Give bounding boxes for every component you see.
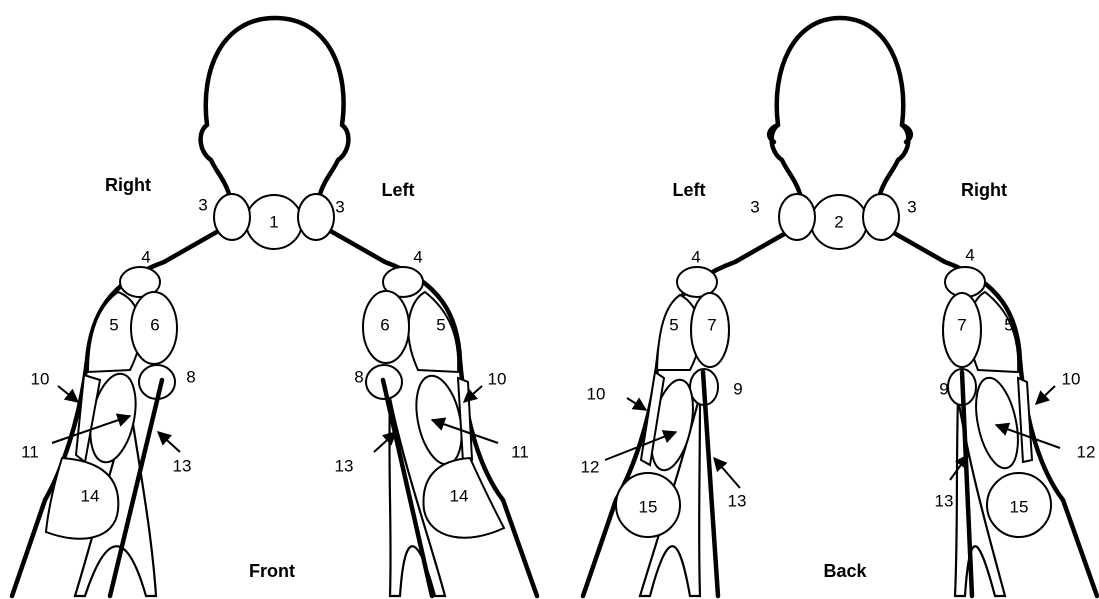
front-arrow-10-right bbox=[58, 386, 78, 402]
back-view-label: Back bbox=[823, 561, 867, 581]
back-label-4-left: 4 bbox=[691, 248, 700, 267]
front-label-6-left: 6 bbox=[380, 316, 389, 335]
back-label-9-left: 9 bbox=[733, 380, 742, 399]
back-label-13-right: 13 bbox=[935, 492, 954, 511]
back-label-15-right: 15 bbox=[1010, 498, 1029, 517]
back-arrow-10-right bbox=[1036, 386, 1055, 404]
front-view-label: Front bbox=[249, 561, 295, 581]
front-side-label-right: Left bbox=[382, 180, 415, 200]
back-arrow-10-left bbox=[627, 398, 646, 410]
front-label-5-right: 5 bbox=[109, 316, 118, 335]
front-label-14-left: 14 bbox=[450, 487, 469, 506]
back-label-9-right: 9 bbox=[939, 380, 948, 399]
back-region-3-left bbox=[779, 194, 815, 240]
back-label-12-right: 12 bbox=[1077, 443, 1096, 462]
front-label-4-right: 4 bbox=[141, 248, 150, 267]
back-label-7-left: 7 bbox=[707, 316, 716, 335]
back-label-3-right: 3 bbox=[907, 198, 916, 217]
front-label-8-right: 8 bbox=[186, 368, 195, 387]
front-label-5-left: 5 bbox=[436, 316, 445, 335]
back-side-label-right: Right bbox=[961, 180, 1007, 200]
front-label-13-right: 13 bbox=[173, 457, 192, 476]
back-label-13-left: 13 bbox=[728, 492, 747, 511]
back-label-7-right: 7 bbox=[957, 316, 966, 335]
front-label-10-right: 10 bbox=[31, 370, 50, 389]
front-label-13-left: 13 bbox=[335, 457, 354, 476]
back-label-3-left: 3 bbox=[750, 198, 759, 217]
front-region-3-left bbox=[298, 194, 334, 240]
front-arrow-13-right bbox=[158, 432, 180, 452]
front-label-10-left: 10 bbox=[488, 370, 507, 389]
back-side-label-left: Left bbox=[673, 180, 706, 200]
back-region-3-right bbox=[863, 194, 899, 240]
back-label-4-right: 4 bbox=[965, 246, 974, 265]
back-label-5-right: 5 bbox=[1004, 316, 1013, 335]
front-figure: Right Left Front 1 3 3 4 4 5 5 6 6 8 8 1… bbox=[12, 18, 537, 596]
back-label-12-left: 12 bbox=[581, 458, 600, 477]
front-label-3-left: 3 bbox=[335, 198, 344, 217]
front-label-3-right: 3 bbox=[198, 196, 207, 215]
back-region-12-right bbox=[969, 374, 1025, 472]
front-label-6-right: 6 bbox=[150, 316, 159, 335]
front-label-14-right: 14 bbox=[81, 487, 100, 506]
front-label-4-left: 4 bbox=[413, 248, 422, 267]
front-region-3-right bbox=[214, 194, 250, 240]
back-label-15-left: 15 bbox=[639, 498, 658, 517]
front-label-11-left: 11 bbox=[511, 443, 529, 462]
back-label-2: 2 bbox=[834, 213, 843, 232]
back-arrow-13-left bbox=[714, 458, 740, 488]
back-label-10-right: 10 bbox=[1062, 370, 1081, 389]
back-label-10-left: 10 bbox=[587, 385, 606, 404]
front-side-label-left: Right bbox=[105, 175, 151, 195]
back-figure: Left Right Back 2 3 3 4 4 5 5 7 7 9 9 10… bbox=[581, 18, 1097, 596]
back-label-5-left: 5 bbox=[669, 316, 678, 335]
front-region-5-left bbox=[408, 292, 458, 372]
front-label-1: 1 bbox=[269, 213, 278, 232]
front-label-11-right: 11 bbox=[21, 443, 39, 462]
back-region-10-right bbox=[1018, 378, 1032, 462]
front-label-8-left: 8 bbox=[354, 368, 363, 387]
back-line-13-left bbox=[703, 372, 718, 596]
